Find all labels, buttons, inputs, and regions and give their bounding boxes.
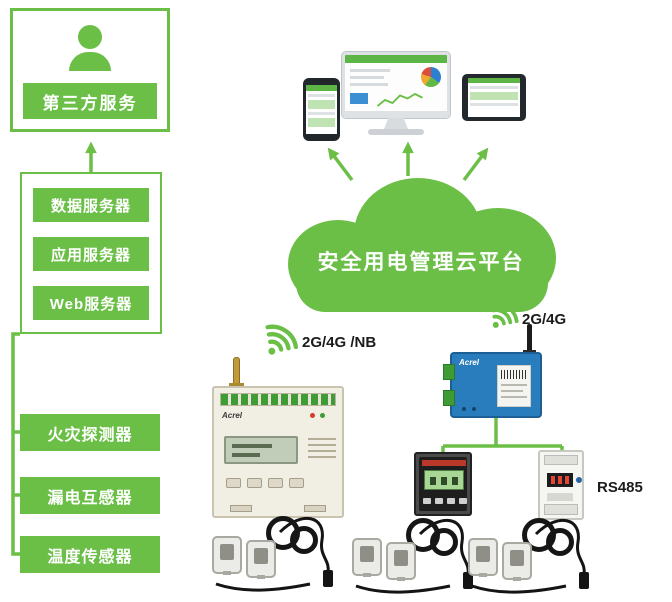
ct-cable <box>355 518 473 594</box>
ct-sensor-group <box>350 512 485 600</box>
din-rail-device <box>538 450 584 520</box>
smartphone-screen <box>306 85 337 134</box>
ct-clamp <box>502 542 532 581</box>
line-chart-icon <box>376 92 423 107</box>
meter-lcd <box>224 436 298 464</box>
panel-meter-device <box>414 452 472 516</box>
tablet-app-header <box>468 78 520 83</box>
server-stack-box: 数据服务器 应用服务器 Web服务器 <box>20 172 162 334</box>
wifi-icon <box>490 301 519 328</box>
din-button <box>576 477 582 483</box>
ct-clamp <box>386 542 416 581</box>
gateway-device: Acrel <box>443 352 542 418</box>
desktop-monitor <box>342 52 450 140</box>
terminal-strip <box>220 393 336 406</box>
monitor-screen <box>342 52 450 118</box>
ct-sensor-group <box>210 510 345 598</box>
app-server-label: 应用服务器 <box>33 237 149 271</box>
rs485-bus-label: RS485 <box>597 479 643 496</box>
cloud-shape <box>288 178 556 312</box>
ct-clamp <box>352 538 382 577</box>
panel-meter-button <box>459 498 467 504</box>
ct-clamp <box>468 538 498 577</box>
gateway-label-sticker <box>497 365 531 407</box>
barcode <box>501 370 527 379</box>
person-icon-body <box>69 52 111 71</box>
ct-cable <box>215 516 333 592</box>
meter-button <box>289 478 304 488</box>
panel-meter-button <box>423 498 431 504</box>
cloud-platform-label: 安全用电管理云平台 <box>317 251 525 274</box>
ct-clamp <box>246 540 276 579</box>
dashboard-header <box>345 55 447 63</box>
fire-detector-label: 火灾探测器 <box>20 414 160 451</box>
arrow-cloud-to-phone <box>327 147 354 182</box>
gateway-terminal <box>443 364 455 380</box>
meter-brand-logo: Acrel <box>222 411 243 420</box>
smartphone <box>303 78 340 141</box>
coil-ring <box>546 528 574 556</box>
data-server-label: 数据服务器 <box>33 188 149 222</box>
phone-app-header <box>306 85 337 91</box>
wifi-icon <box>265 324 299 355</box>
gateway-link-label: 2G/4G <box>522 311 567 328</box>
pie-chart-icon <box>421 67 441 87</box>
panel-meter-lcd <box>424 470 464 490</box>
arrow-cloud-to-tablet <box>462 147 489 182</box>
din-display <box>547 473 573 487</box>
gateway-antenna <box>527 324 532 354</box>
panel-meter-button <box>447 498 455 504</box>
monitor-base <box>368 129 424 135</box>
web-server-label: Web服务器 <box>33 286 149 320</box>
cloud-platform: 安全用电管理云平台 <box>272 162 570 324</box>
tablet-screen <box>468 78 520 117</box>
ct-cable <box>471 518 589 594</box>
din-clip <box>230 505 252 512</box>
smart-meter-device: Acrel <box>212 386 344 518</box>
ct-clamp <box>212 536 242 575</box>
third-party-box: 第三方服务 <box>10 8 170 132</box>
din-terminal-bottom <box>544 504 578 515</box>
alarm-led <box>310 413 315 418</box>
ct-sensor-group <box>466 512 601 600</box>
person-icon <box>78 25 102 49</box>
power-led <box>320 413 325 418</box>
panel-meter-button <box>435 498 443 504</box>
meter-button <box>268 478 283 488</box>
gateway-terminal <box>443 390 455 406</box>
monitor-stand <box>384 118 408 129</box>
coil-ring <box>430 528 458 556</box>
din-clip <box>304 505 326 512</box>
leakage-ct-label: 漏电互感器 <box>20 477 160 514</box>
din-terminal-top <box>544 455 578 465</box>
meter-button <box>226 478 241 488</box>
meter-button <box>247 478 262 488</box>
tablet <box>462 74 526 121</box>
panel-meter-top-label <box>422 460 466 466</box>
gateway-brand-logo: Acrel <box>459 358 480 367</box>
third-party-label: 第三方服务 <box>23 83 157 119</box>
coil-ring <box>290 526 318 554</box>
left-rail-line <box>11 332 20 556</box>
stat-tile <box>350 93 368 104</box>
meter-link-label: 2G/4G /NB <box>302 334 377 351</box>
temperature-sensor-label: 温度传感器 <box>20 536 160 573</box>
